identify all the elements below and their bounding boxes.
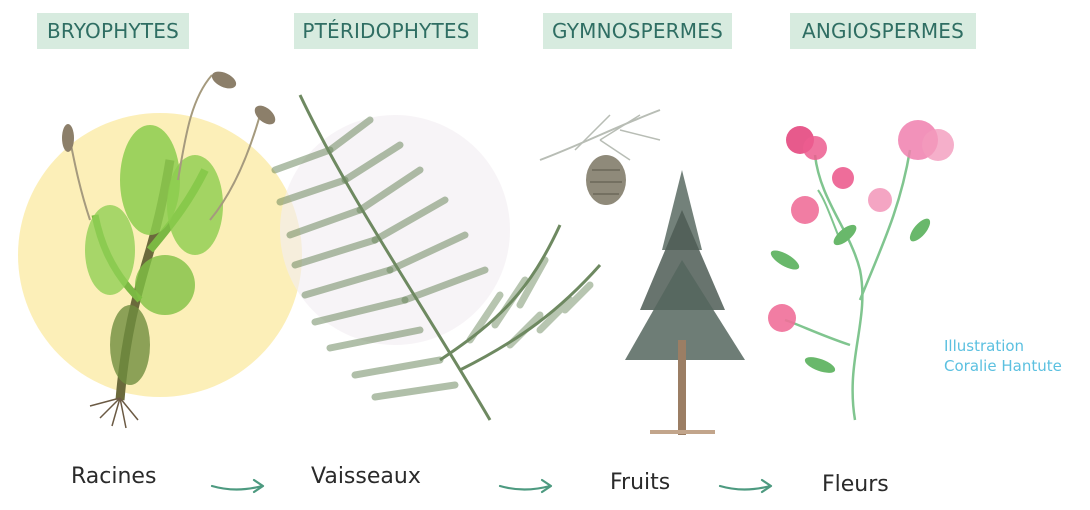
credit-line-2: Coralie Hantute [944,356,1062,376]
step-fleurs: Fleurs [822,472,889,497]
moss-illustration [18,68,302,428]
pine-illustration [540,110,745,435]
arrow-right-icon [718,476,776,496]
step-fruits: Fruits [610,470,670,495]
credit-line-1: Illustration [944,336,1062,356]
arrow-right-icon [498,476,556,496]
flower-illustration [768,120,954,420]
step-vaisseaux: Vaisseaux [311,464,421,489]
step-racines: Racines [71,464,156,489]
illustration-credit: Illustration Coralie Hantute [944,336,1062,376]
arrow-right-icon [210,476,268,496]
fern-illustration [275,95,600,420]
